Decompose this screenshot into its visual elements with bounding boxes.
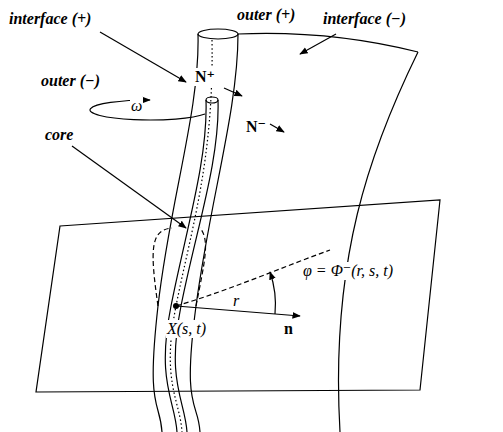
tube-section — [196, 228, 206, 306]
core-centerline — [170, 40, 212, 432]
normal-label: N⁻ — [245, 118, 267, 136]
cross-section-plane — [36, 200, 440, 392]
region-label: interface (−) — [322, 10, 407, 28]
core-cap — [206, 97, 218, 103]
interface-minus-sheet — [338, 52, 418, 432]
angle-arc — [270, 272, 275, 314]
leader-line — [100, 32, 186, 82]
interface-minus-top — [238, 33, 418, 52]
math-symbol: ω — [130, 97, 143, 115]
vector-label: n — [283, 320, 294, 338]
normal-arrow — [224, 88, 242, 96]
math-symbol: r — [232, 292, 240, 310]
region-label: outer (+) — [236, 6, 296, 24]
normal-arrow — [270, 124, 284, 132]
core-right — [175, 100, 218, 432]
angle-label: φ = Φ⁻(r, s, t) — [302, 262, 394, 280]
leader-line — [300, 34, 336, 54]
region-label: interface (+) — [8, 10, 92, 28]
interface-plus-cap — [198, 29, 238, 39]
point-marker — [173, 303, 179, 309]
leader-line — [72, 146, 186, 228]
tube-section — [153, 228, 172, 306]
rotation-arrow — [90, 100, 205, 120]
region-label: outer (−) — [40, 72, 101, 90]
core-left — [165, 100, 206, 432]
point-label: X(s, t) — [166, 320, 207, 338]
region-label: core — [44, 126, 74, 144]
normal-label: N⁺ — [194, 68, 216, 86]
